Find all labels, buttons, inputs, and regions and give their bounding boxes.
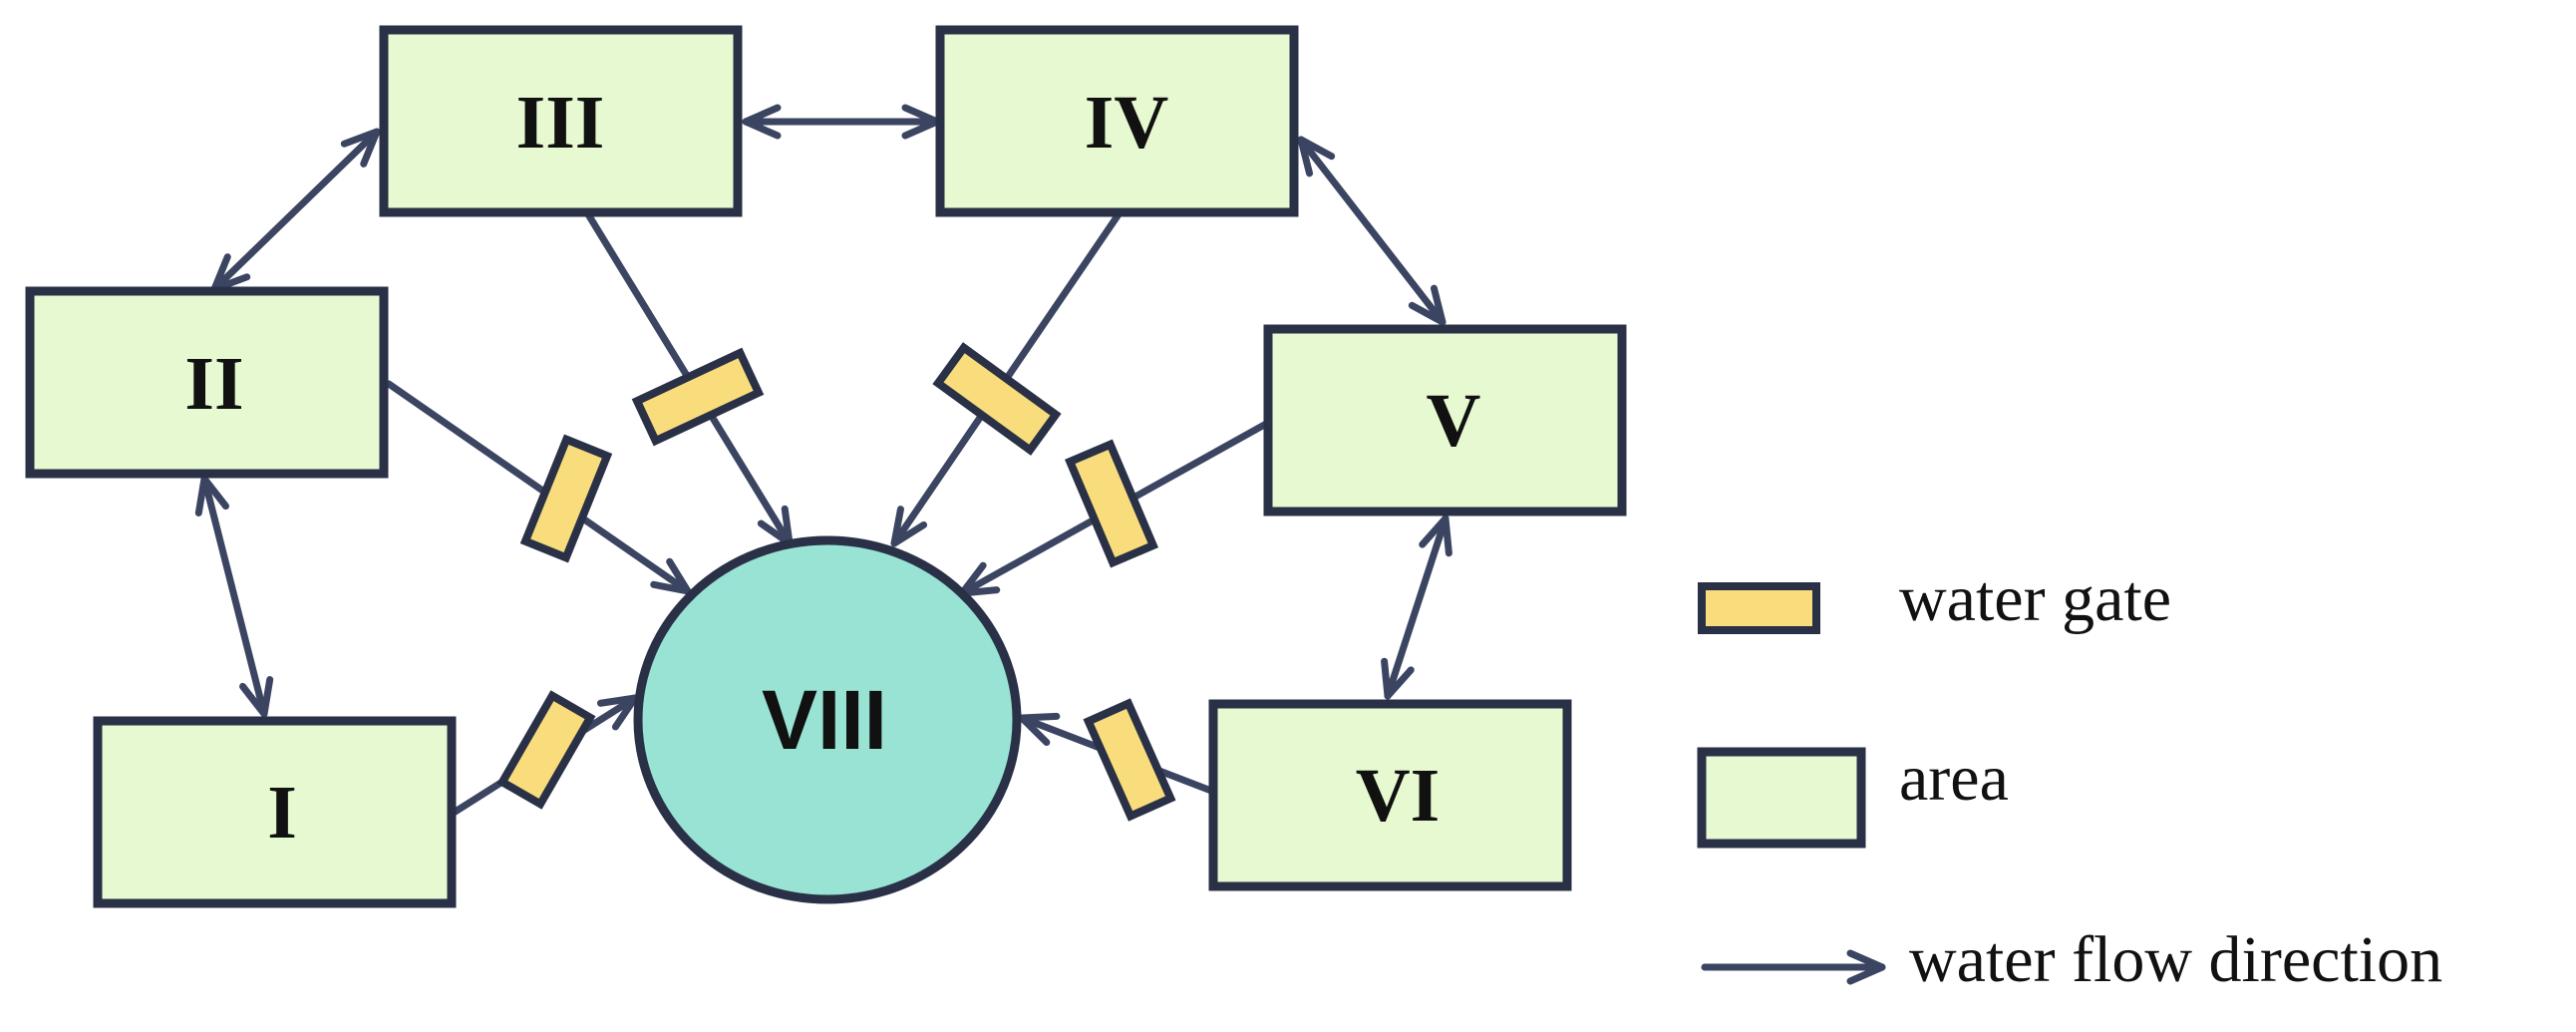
gate-i bbox=[496, 690, 596, 810]
area-vi: VI bbox=[1208, 699, 1572, 891]
link-ii-iii bbox=[210, 128, 381, 293]
area-iv-label: IV bbox=[1085, 81, 1169, 165]
gate-iii bbox=[631, 347, 765, 447]
legend: water gate area water flow direction bbox=[1697, 562, 2442, 996]
legend-area-label: area bbox=[1899, 742, 2009, 815]
gate-v bbox=[1065, 439, 1158, 568]
hub: VIII bbox=[633, 535, 1022, 904]
legend-gate-swatch bbox=[1698, 582, 1820, 634]
area-iii: III bbox=[379, 25, 743, 217]
link-v-vi bbox=[1381, 515, 1452, 700]
area-i-box bbox=[93, 716, 457, 908]
gate-ii bbox=[519, 434, 613, 563]
hub-circle bbox=[633, 535, 1022, 904]
areas: III IV II V I VI bbox=[25, 25, 1627, 908]
gate-iv bbox=[932, 342, 1062, 456]
area-iv-box bbox=[935, 25, 1299, 217]
area-i-label: I bbox=[267, 771, 297, 855]
legend-gate-label: water gate bbox=[1899, 562, 2171, 635]
legend-area-swatch bbox=[1697, 747, 1866, 849]
area-v-box bbox=[1263, 324, 1627, 516]
gate-vi bbox=[1083, 698, 1176, 822]
link-ii-i bbox=[194, 475, 274, 718]
legend-flow-label: water flow direction bbox=[1909, 923, 2442, 996]
water-gates bbox=[496, 342, 1176, 822]
area-vi-box bbox=[1208, 699, 1572, 891]
area-ii-label: II bbox=[184, 342, 243, 426]
area-links bbox=[194, 104, 1452, 718]
area-iv: IV bbox=[935, 25, 1299, 217]
area-ii: II bbox=[25, 286, 389, 479]
area-iii-box bbox=[379, 25, 743, 217]
flow-ii-to-hub bbox=[385, 380, 692, 595]
hub-label: VIII bbox=[762, 673, 887, 767]
link-iv-v bbox=[1297, 136, 1447, 326]
area-i: I bbox=[93, 716, 457, 908]
area-v-label: V bbox=[1427, 379, 1481, 463]
area-ii-box bbox=[25, 286, 389, 479]
area-vi-label: VI bbox=[1356, 754, 1440, 838]
area-iii-label: III bbox=[516, 81, 605, 165]
area-v: V bbox=[1263, 324, 1627, 516]
